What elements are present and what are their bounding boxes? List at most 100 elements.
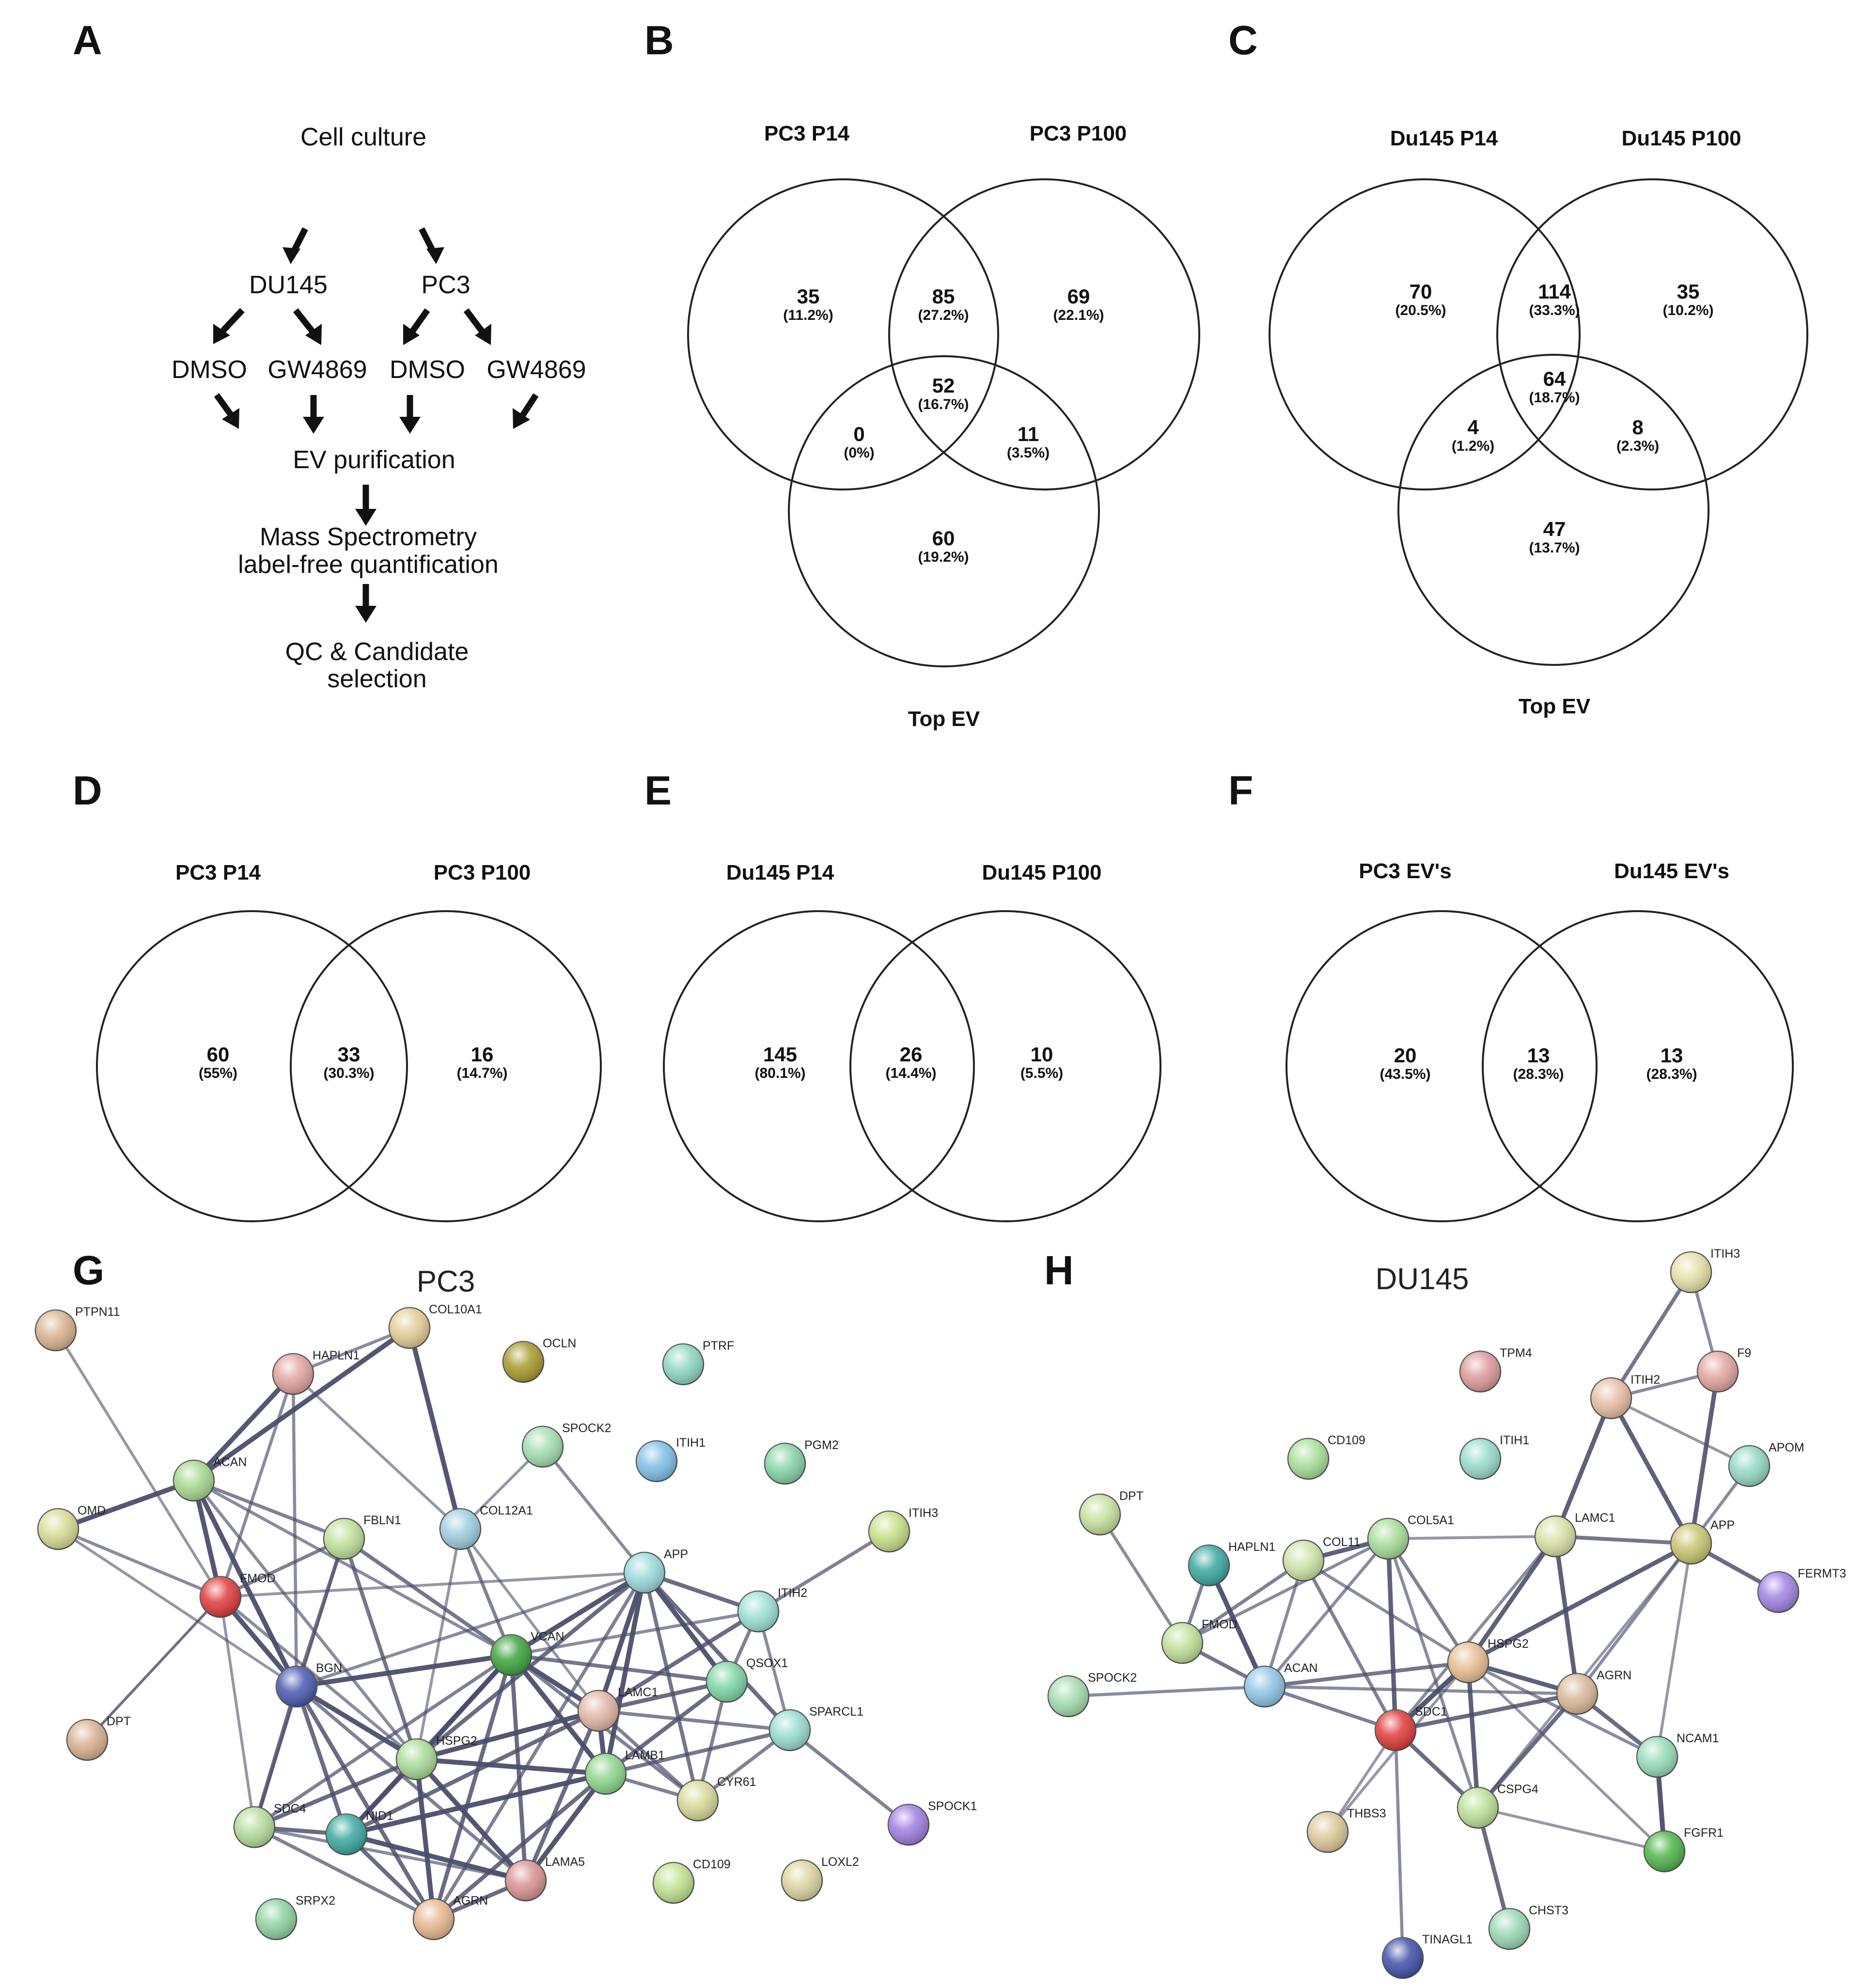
node-col10a1[interactable]: COL10A1 (388, 1303, 482, 1349)
node-tinagl1[interactable]: TINAGL1 (1381, 1933, 1473, 1979)
node-thbs3[interactable]: THBS3 (1306, 1807, 1386, 1853)
flow-pc3: PC3 (421, 271, 470, 299)
venn-c-only3-pct: (13.7%) (1529, 540, 1580, 556)
panel-letter-d: D (73, 768, 102, 813)
node-itih1[interactable]: ITIH1 (635, 1436, 706, 1483)
node-fmod[interactable]: FMOD (1161, 1618, 1238, 1664)
venn-f-circle-1 (1286, 910, 1598, 1222)
node-app[interactable]: APP (1670, 1518, 1735, 1565)
node-fgfr1[interactable]: FGFR1 (1643, 1826, 1724, 1873)
node-sheen (706, 1661, 747, 1702)
node-f9[interactable]: F9 (1696, 1346, 1751, 1393)
edge-lamb1-qsox1 (603, 1679, 729, 1776)
node-sdc1[interactable]: SDC1 (1374, 1705, 1447, 1751)
node-qsox1[interactable]: QSOX1 (706, 1657, 788, 1703)
venn-diagram-b: PC3 P14 PC3 P100 Top EV 35 (11.2%) 85 (2… (687, 122, 1200, 731)
venn-e-mid-pct: (14.4%) (885, 1065, 936, 1081)
venn-c-only3-count: 47 (1543, 518, 1566, 540)
node-label: F9 (1737, 1346, 1751, 1360)
node-bgn[interactable]: BGN (275, 1661, 342, 1708)
node-ptrf[interactable]: PTRF (662, 1339, 734, 1386)
node-srpx2[interactable]: SRPX2 (255, 1894, 335, 1941)
node-col12a1[interactable]: COL12A1 (439, 1504, 533, 1550)
node-spock1[interactable]: SPOCK1 (887, 1799, 977, 1846)
node-itih2[interactable]: ITIH2 (1590, 1373, 1660, 1420)
node-itih1[interactable]: ITIH1 (1459, 1434, 1529, 1480)
node-hspg2[interactable]: HSPG2 (1447, 1637, 1529, 1684)
node-ncam1[interactable]: NCAM1 (1636, 1732, 1719, 1778)
edge-col11-sdc1 (1301, 1559, 1397, 1732)
edge-col10a1-col12a1 (407, 1325, 463, 1531)
node-omd[interactable]: OMD (37, 1504, 106, 1550)
node-label: DPT (1119, 1489, 1144, 1503)
node-agrn[interactable]: AGRN (1556, 1669, 1631, 1715)
panel-letter-e: E (644, 768, 672, 813)
panel-letter-c: C (1228, 17, 1258, 63)
node-pgm2[interactable]: PGM2 (764, 1438, 839, 1485)
node-sheen (869, 1511, 909, 1552)
node-cd109[interactable]: CD109 (652, 1858, 731, 1904)
node-hapln1[interactable]: HAPLN1 (1188, 1540, 1275, 1587)
venn-c-s123-count: 64 (1543, 367, 1566, 390)
node-cd109[interactable]: CD109 (1287, 1434, 1365, 1480)
node-col11[interactable]: COL11 (1282, 1535, 1360, 1582)
node-lamc1[interactable]: LAMC1 (577, 1686, 658, 1732)
node-lamb1[interactable]: LAMB1 (584, 1749, 665, 1795)
venn-c-circle-1 (1269, 178, 1581, 490)
node-sdc4[interactable]: SDC4 (233, 1802, 306, 1848)
node-lama5[interactable]: LAMA5 (504, 1855, 585, 1902)
node-label: FERMT3 (1798, 1567, 1846, 1580)
node-dpt[interactable]: DPT (66, 1715, 131, 1761)
node-agrn[interactable]: AGRN (412, 1894, 488, 1941)
node-ocln[interactable]: OCLN (502, 1337, 576, 1383)
node-sheen (1382, 1938, 1423, 1978)
node-cyr61[interactable]: CYR61 (676, 1775, 756, 1822)
node-dpt[interactable]: DPT (1079, 1489, 1144, 1536)
venn-d-mid-count: 33 (338, 1043, 361, 1066)
venn-e-mid-count: 26 (900, 1043, 923, 1066)
flow-qc-line1: QC & Candidate (285, 638, 469, 666)
venn-c-only2-count: 35 (1677, 280, 1700, 303)
node-label: BGN (316, 1661, 342, 1675)
node-acan[interactable]: ACAN (172, 1455, 247, 1502)
node-vcan[interactable]: VCAN (490, 1630, 564, 1676)
node-itih3[interactable]: ITIH3 (868, 1506, 938, 1553)
node-sheen (1671, 1523, 1711, 1564)
node-sheen (782, 1860, 822, 1901)
venn-c-s13-count: 4 (1467, 416, 1479, 439)
node-chst3[interactable]: CHST3 (1488, 1904, 1568, 1950)
node-apom[interactable]: APOM (1728, 1441, 1804, 1487)
node-itih3[interactable]: ITIH3 (1670, 1247, 1740, 1294)
node-sparcl1[interactable]: SPARCL1 (768, 1705, 863, 1751)
node-itih2[interactable]: ITIH2 (737, 1586, 807, 1633)
node-cspg4[interactable]: CSPG4 (1457, 1783, 1538, 1829)
node-acan[interactable]: ACAN (1243, 1661, 1317, 1708)
edge-bgn-agrn (294, 1684, 436, 1922)
node-sheen (1729, 1446, 1770, 1486)
node-lamc1[interactable]: LAMC1 (1534, 1511, 1615, 1558)
node-hapln1[interactable]: HAPLN1 (272, 1349, 360, 1395)
node-nid1[interactable]: NID1 (325, 1809, 393, 1856)
node-sheen (1758, 1572, 1799, 1612)
node-fmod[interactable]: FMOD (199, 1572, 276, 1618)
node-sheen (491, 1635, 532, 1675)
node-loxl2[interactable]: LOXL2 (781, 1855, 859, 1902)
node-spock2[interactable]: SPOCK2 (521, 1421, 611, 1468)
node-fermt3[interactable]: FERMT3 (1757, 1567, 1846, 1613)
node-label: CYR61 (717, 1775, 756, 1789)
node-tpm4[interactable]: TPM4 (1459, 1346, 1532, 1393)
edge-agrn-cspg4 (1475, 1691, 1580, 1810)
edge-hspg2-lamc1 (414, 1708, 601, 1762)
edge-bgn-lama5 (295, 1685, 528, 1882)
node-app[interactable]: APP (623, 1547, 688, 1594)
node-hspg2[interactable]: HSPG2 (395, 1734, 477, 1781)
edge-lamc1-lama5 (523, 1708, 601, 1883)
node-fbln1[interactable]: FBLN1 (323, 1514, 401, 1560)
edge-acan-omd (56, 1478, 196, 1531)
venn-b-only1-count: 35 (797, 285, 820, 308)
node-col5a1[interactable]: COL5A1 (1367, 1514, 1454, 1560)
node-label: TINAGL1 (1422, 1933, 1473, 1946)
node-ptpn11[interactable]: PTPN11 (34, 1305, 120, 1352)
node-spock2[interactable]: SPOCK2 (1047, 1671, 1137, 1718)
